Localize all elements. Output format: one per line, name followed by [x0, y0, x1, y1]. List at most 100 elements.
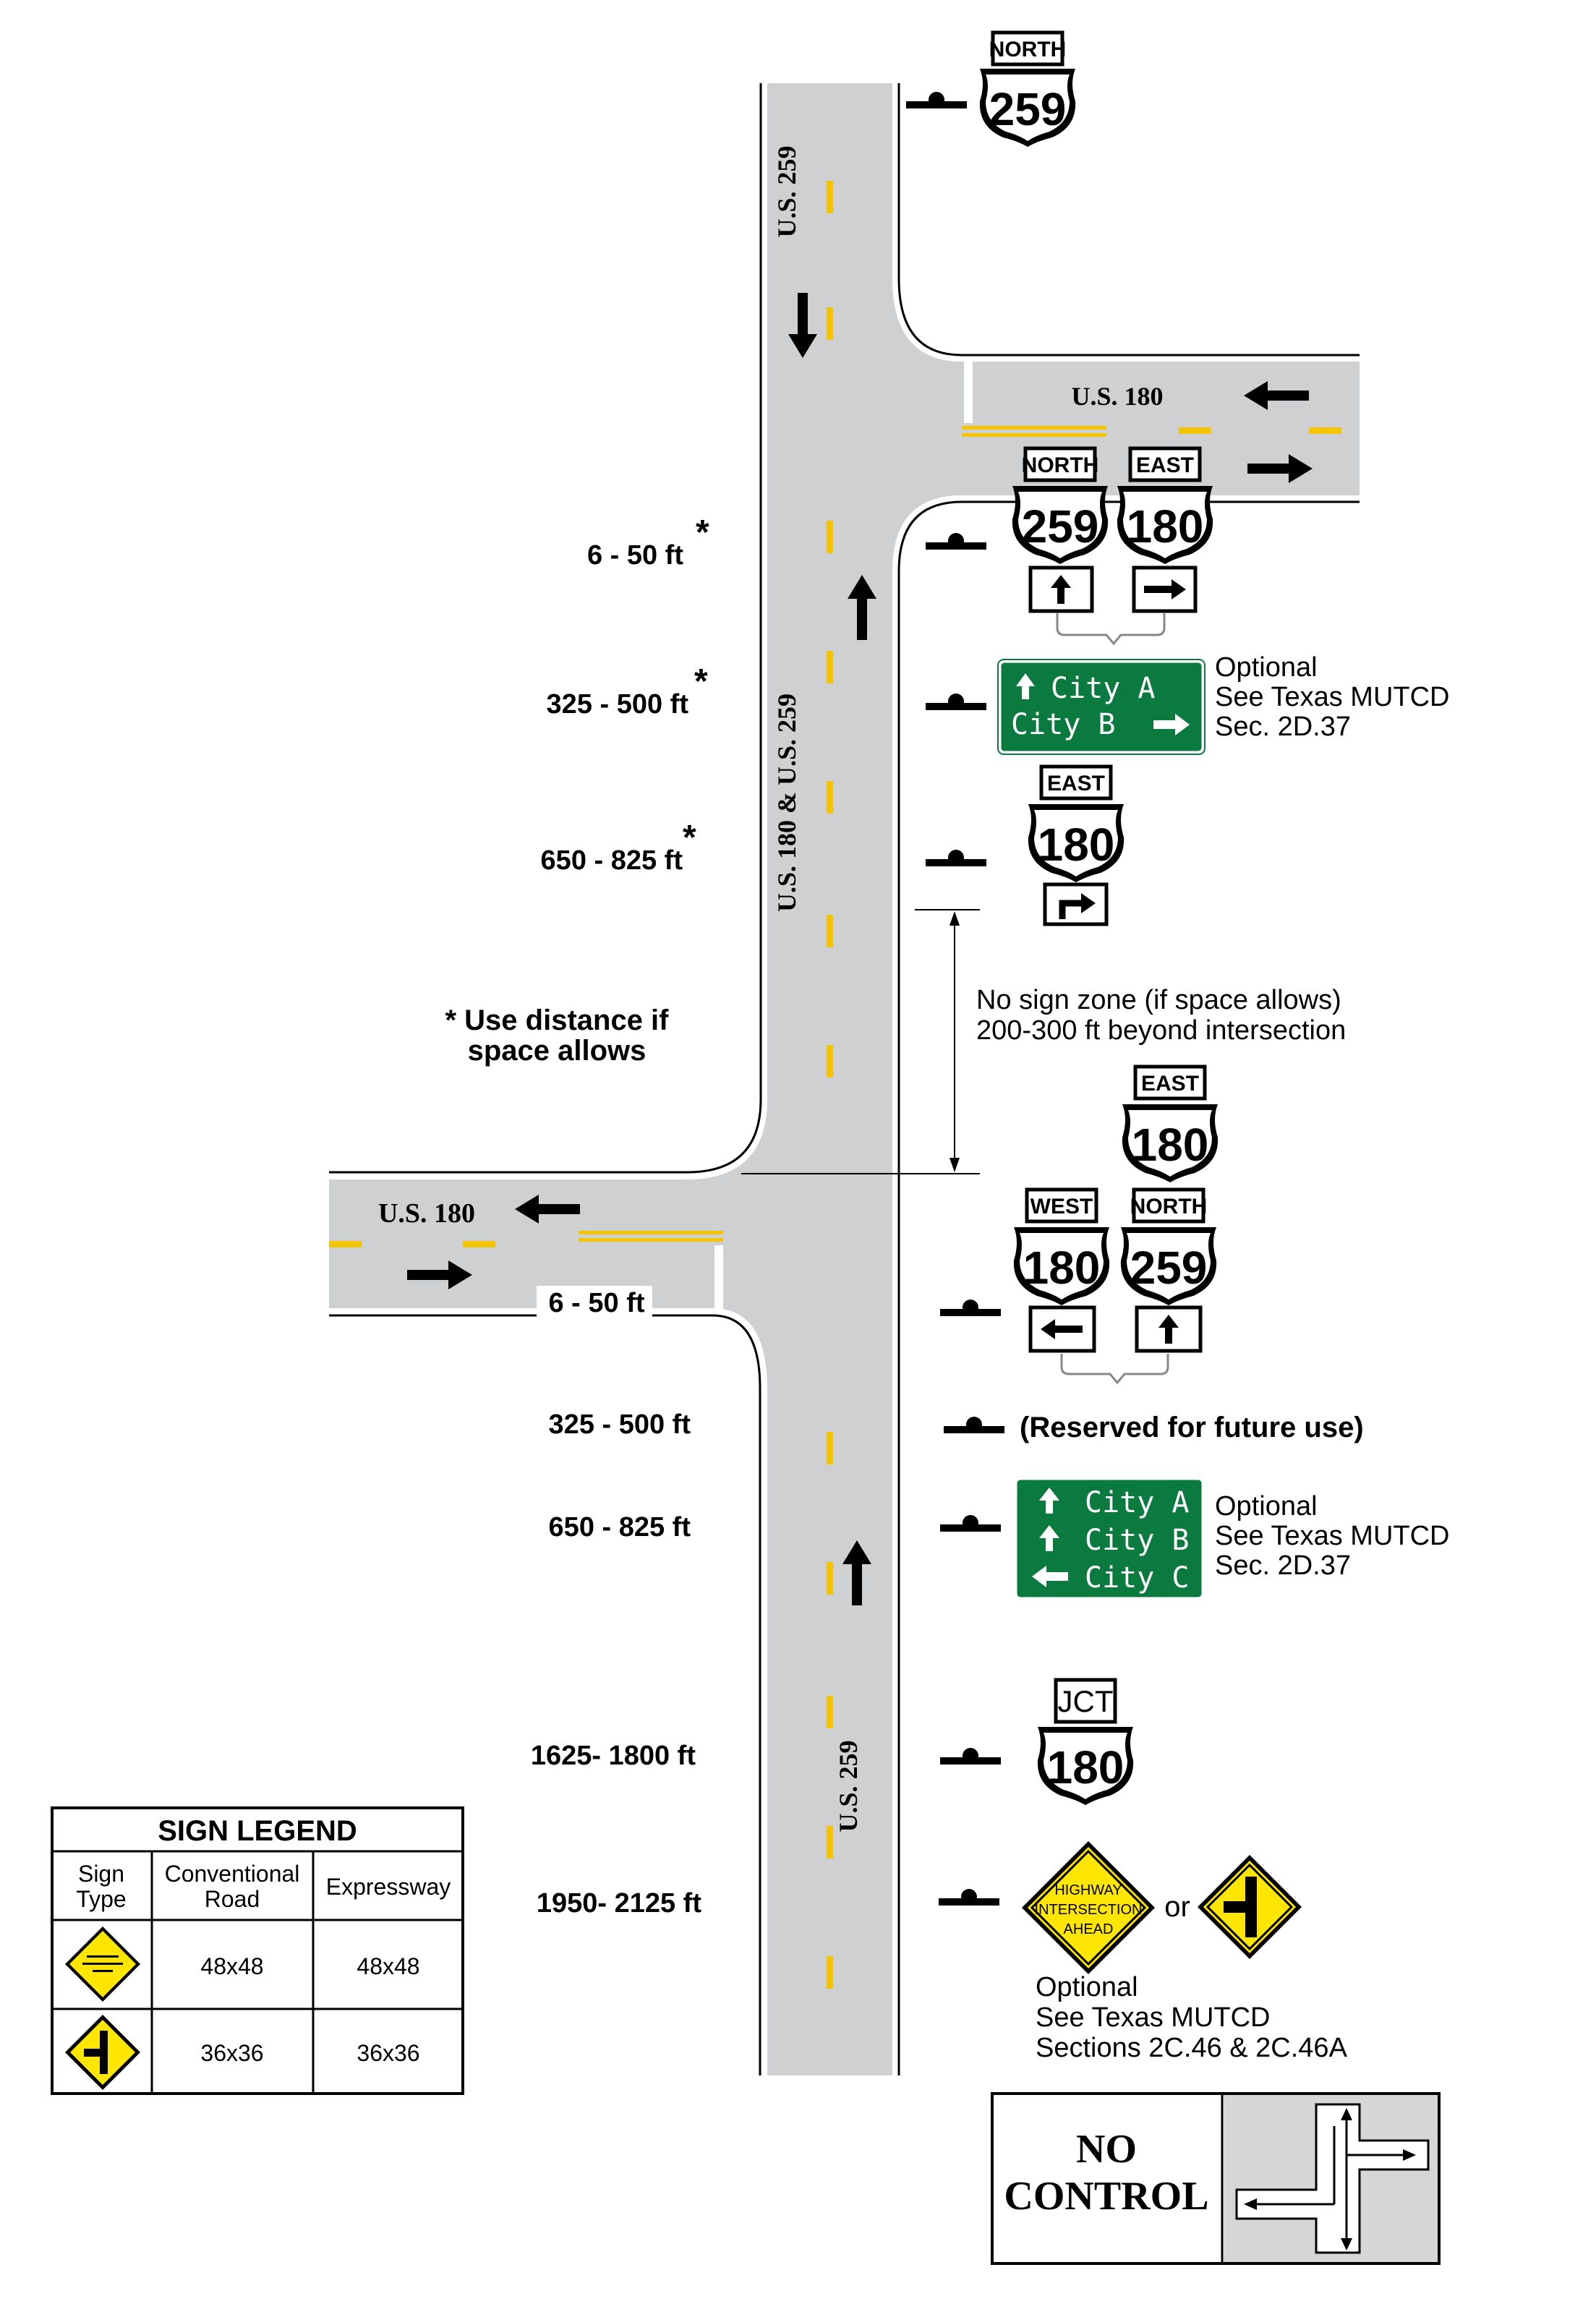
distance-label-lower-0: 6 - 50 ft	[548, 1288, 644, 1318]
distance-label-lower-2: 650 - 825 ft	[549, 1512, 691, 1542]
post-north-259	[906, 92, 967, 108]
arrow-plaque-up-upper	[1028, 566, 1094, 613]
route-number-259: 259	[1022, 500, 1099, 552]
no-control-intersection-icon	[1235, 2103, 1430, 2254]
legend-col1-line2: Type	[76, 1886, 126, 1912]
shield-north-259-upper: NORTH 259	[1012, 446, 1109, 564]
distance-label-lower-4: 1950- 2125 ft	[537, 1888, 701, 1919]
optional-note-bottom-3: Sections 2C.46 & 2C.46A	[1036, 2033, 1348, 2063]
post-east-180-turn	[926, 850, 986, 866]
distance-label-lower-3: 1625- 1800 ft	[531, 1741, 696, 1771]
cardinal-north: NORTH	[989, 38, 1067, 61]
warning-line-3: AHEAD	[1064, 1921, 1114, 1937]
asterisk-3: *	[683, 819, 696, 857]
warning-sign-side-road-symbol	[1198, 1855, 1302, 1959]
cardinal-north: NORTH	[1130, 1195, 1208, 1219]
shield-north-259-lower: NORTH 259	[1120, 1187, 1217, 1305]
optional-note-lower-1: Optional	[1215, 1491, 1318, 1522]
legend-row2-conventional: 36x36	[200, 2040, 263, 2066]
sign-legend: SIGN LEGEND Sign Type Conventional Road …	[51, 1806, 464, 2095]
route-number-259: 259	[1130, 1242, 1208, 1294]
shield-east-180-lower: EAST 180	[1122, 1064, 1219, 1182]
optional-note-upper-2: See Texas MUTCD	[1215, 682, 1450, 712]
post-junction-assembly-upper	[926, 533, 986, 550]
warning-line-2: INTERSECTION	[1035, 1902, 1143, 1918]
optional-note-bottom-1: Optional	[1036, 1972, 1138, 2002]
cardinal-west: WEST	[1030, 1195, 1093, 1219]
or-text: or	[1164, 1891, 1190, 1923]
shield-east-180-turn: EAST 180	[1028, 764, 1125, 882]
optional-note-upper-1: Optional	[1215, 652, 1318, 683]
no-control-box: NO CONTROL	[991, 2092, 1441, 2265]
legend-col3: Expressway	[326, 1874, 451, 1900]
cardinal-east: EAST	[1136, 453, 1194, 477]
shield-east-180-upper: EAST 180	[1117, 446, 1213, 564]
guide-lower-line-3: City C	[1085, 1561, 1190, 1595]
footnote-line-2: space allows	[468, 1035, 646, 1067]
assembly-bracket-lower	[1060, 1354, 1169, 1385]
route-number-180: 180	[1047, 1741, 1125, 1793]
guide-lower-line-2: City B	[1085, 1524, 1190, 1557]
post-guide-lower	[940, 1515, 1001, 1532]
warning-line-1: HIGHWAY	[1054, 1882, 1122, 1898]
road-label-west-leg: U.S. 180	[378, 1198, 475, 1229]
post-junction-assembly-lower	[940, 1300, 1001, 1316]
optional-note-upper-3: Sec. 2D.37	[1215, 712, 1351, 742]
post-jct-180	[940, 1748, 1001, 1765]
distance-label-upper-1: 6 - 50 ft	[587, 540, 683, 571]
warning-sign-highway-intersection-ahead: HIGHWAY INTERSECTION AHEAD	[1022, 1841, 1155, 1974]
no-control-line-2: CONTROL	[1004, 2174, 1208, 2219]
distance-label-upper-2: 325 - 500 ft	[547, 689, 689, 720]
cardinal-east: EAST	[1047, 772, 1105, 795]
distance-label-lower-1: 325 - 500 ft	[549, 1409, 691, 1440]
road-label-east-leg: U.S. 180	[1071, 382, 1163, 411]
optional-note-bottom-2: See Texas MUTCD	[1036, 2002, 1271, 2033]
shield-jct-180: JCT 180	[1037, 1678, 1134, 1805]
legend-row1-expressway: 48x48	[357, 1953, 419, 1979]
legend-icon-side-road	[65, 2015, 140, 2090]
shield-north-259-top: NORTH 259	[979, 30, 1076, 147]
route-number-180: 180	[1023, 1242, 1101, 1294]
cardinal-north: NORTH	[1022, 453, 1099, 477]
route-number-180: 180	[1132, 1119, 1209, 1171]
main-road-lower	[763, 1175, 897, 2075]
guide-upper-line-2: City B	[1011, 708, 1116, 741]
no-sign-zone-line-1: No sign zone (if space allows)	[976, 985, 1341, 1015]
guide-upper-line-1: City A	[1051, 672, 1156, 705]
guide-sign-upper: City A City B	[997, 659, 1205, 755]
no-control-line-1: NO	[1076, 2127, 1137, 2172]
no-sign-zone-line-2: 200-300 ft beyond intersection	[976, 1015, 1346, 1046]
post-reserved	[944, 1417, 1004, 1433]
post-warning	[939, 1889, 999, 1906]
optional-note-lower-3: Sec. 2D.37	[1215, 1550, 1351, 1581]
arrow-plaque-right-upper	[1132, 566, 1198, 613]
post-guide-upper	[926, 694, 986, 710]
road-label-top: U.S. 259	[772, 145, 801, 237]
optional-note-lower-2: See Texas MUTCD	[1215, 1521, 1450, 1551]
guide-lower-line-1: City A	[1085, 1486, 1190, 1519]
cardinal-east: EAST	[1141, 1072, 1199, 1096]
arrow-plaque-left-lower	[1028, 1305, 1096, 1353]
road-label-bottom: U.S. 259	[834, 1740, 863, 1832]
asterisk-2: *	[694, 662, 708, 701]
route-number-259: 259	[989, 83, 1067, 135]
shield-west-180-lower: WEST 180	[1013, 1187, 1110, 1305]
route-number-180: 180	[1038, 819, 1115, 871]
legend-col2-line1: Conventional	[165, 1861, 300, 1887]
legend-row1-conventional: 48x48	[200, 1953, 263, 1979]
no-sign-zone-dimension: No sign zone (if space allows) 200-300 f…	[741, 909, 1346, 1174]
legend-col2-line2: Road	[205, 1886, 260, 1912]
distance-label-upper-3: 650 - 825 ft	[541, 845, 683, 876]
legend-col1-line1: Sign	[78, 1861, 124, 1887]
legend-row2-expressway: 36x36	[357, 2040, 419, 2066]
legend-title: SIGN LEGEND	[158, 1815, 357, 1847]
road-label-middle: U.S. 180 & U.S. 259	[772, 694, 801, 912]
turn-arrow-plaque	[1043, 882, 1109, 926]
legend-icon-highway-intersection-ahead	[65, 1926, 140, 2002]
assembly-bracket-upper	[1056, 613, 1166, 646]
footnote-line-1: * Use distance if	[445, 1004, 669, 1036]
route-number-180: 180	[1127, 500, 1204, 552]
guide-sign-lower: City A City B City C	[1015, 1477, 1204, 1600]
reserved-note: (Reserved for future use)	[1020, 1412, 1364, 1443]
